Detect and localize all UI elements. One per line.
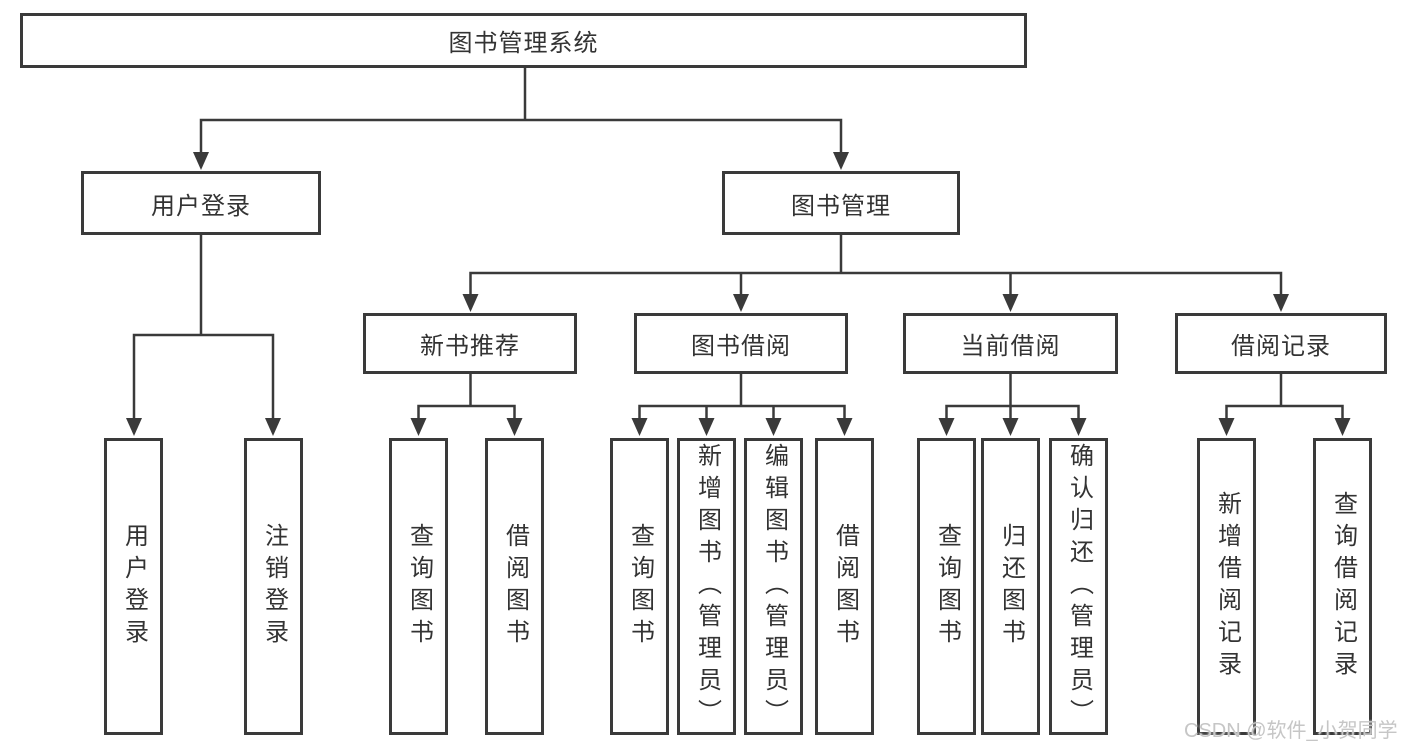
node-borrowing-records: 借阅记录 [1175,313,1387,374]
leaf-query-books-recommend: 查询图书 [389,438,448,735]
leaf-add-borrow-record: 新增借阅记录 [1197,438,1256,735]
leaf-query-books-current: 查询图书 [917,438,976,735]
node-root: 图书管理系统 [20,13,1027,68]
leaf-return-books: 归还图书 [981,438,1040,735]
watermark: CSDN @软件_小贺同学 [1184,720,1398,742]
node-book-management-label: 图书管理 [791,192,891,220]
leaf-edit-book-admin-label: 编辑图书（管理员） [760,442,788,731]
node-borrowing-records-label: 借阅记录 [1231,333,1331,360]
leaf-add-borrow-record-label: 新增借阅记录 [1213,490,1241,683]
node-new-book-recommend: 新书推荐 [363,313,577,374]
leaf-return-books-label: 归还图书 [997,522,1025,651]
leaf-query-borrow-record-label: 查询借阅记录 [1329,490,1357,683]
node-book-borrowing: 图书借阅 [634,313,848,374]
leaf-logout-label: 注销登录 [260,522,288,651]
leaf-borrow-books: 借阅图书 [815,438,874,735]
node-user-login: 用户登录 [81,171,321,235]
leaf-add-book-admin: 新增图书（管理员） [677,438,736,735]
leaf-query-books-borrow-label: 查询图书 [626,522,654,651]
leaf-logout: 注销登录 [244,438,303,735]
node-book-borrowing-label: 图书借阅 [691,333,791,360]
leaf-user-login: 用户登录 [104,438,163,735]
leaf-confirm-return-admin-label: 确认归还（管理员） [1065,442,1093,731]
node-current-borrowing-label: 当前借阅 [960,333,1061,360]
node-root-label: 图书管理系统 [448,30,599,57]
leaf-borrow-books-label: 借阅图书 [831,522,859,651]
leaf-query-books-borrow: 查询图书 [610,438,669,735]
leaf-borrow-books-recommend: 借阅图书 [485,438,544,735]
leaf-query-books-recommend-label: 查询图书 [405,522,433,651]
node-user-login-label: 用户登录 [151,192,251,220]
node-current-borrowing: 当前借阅 [903,313,1118,374]
leaf-add-book-admin-label: 新增图书（管理员） [693,442,721,731]
leaf-user-login-label: 用户登录 [120,522,148,651]
leaf-query-borrow-record: 查询借阅记录 [1313,438,1372,735]
leaf-borrow-books-recommend-label: 借阅图书 [501,522,529,651]
node-new-book-recommend-label: 新书推荐 [420,333,520,360]
leaf-confirm-return-admin: 确认归还（管理员） [1049,438,1108,735]
leaf-query-books-current-label: 查询图书 [933,522,961,651]
leaf-edit-book-admin: 编辑图书（管理员） [744,438,803,735]
node-book-management: 图书管理 [722,171,960,235]
